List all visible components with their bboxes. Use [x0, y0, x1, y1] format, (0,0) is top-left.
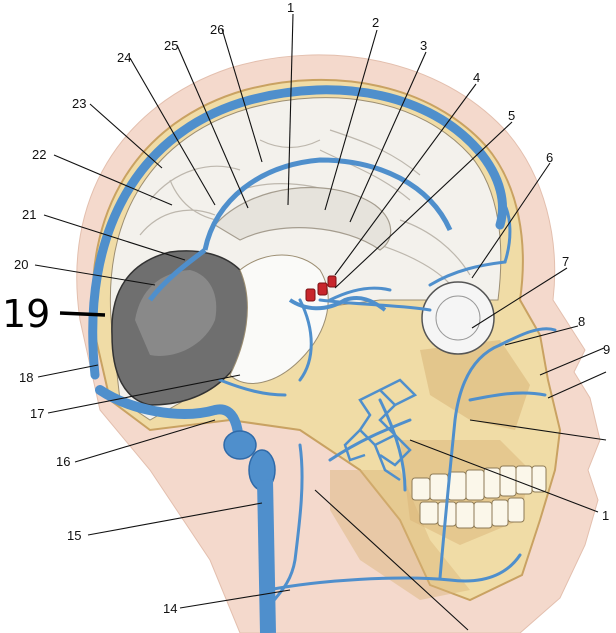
brainstem-region: [229, 254, 329, 384]
label-8: 8: [578, 314, 585, 329]
label-18: 18: [19, 370, 33, 385]
label-21: 21: [22, 207, 36, 222]
label-1: 1: [287, 0, 294, 15]
number-labels: 1 2 3 4 5 6 7 8 9 1 14 15 16 17 18 19 20…: [2, 0, 610, 616]
superior-sagittal-sinus: [88, 85, 507, 380]
straight-sinus: [148, 248, 207, 302]
label-20: 20: [14, 257, 28, 272]
label-14: 14: [163, 601, 177, 616]
mandible-shading: [330, 470, 470, 600]
label-24: 24: [117, 50, 131, 65]
leader-lines: [34, 13, 607, 631]
label-25: 25: [164, 38, 178, 53]
cheekbone-shading: [420, 340, 530, 430]
label-22: 22: [32, 147, 46, 162]
pterygoid-venous-plexus: [343, 378, 418, 482]
label-23: 23: [72, 96, 86, 111]
label-16: 16: [56, 454, 70, 469]
label-9: 9: [603, 342, 610, 357]
label-6: 6: [546, 150, 553, 165]
cavernous-sinus: [288, 296, 387, 312]
label-26: 26: [210, 22, 224, 37]
eye-inner: [435, 295, 481, 341]
label-2: 2: [372, 15, 379, 30]
label-19: 19: [2, 292, 50, 336]
corpus-callosum: [214, 187, 392, 251]
transverse-sigmoid-sinus: [95, 385, 244, 455]
label-7: 7: [562, 254, 569, 269]
inferior-sagittal-sinus: [202, 157, 453, 251]
facial-veins: [218, 198, 557, 612]
jugular-bulb: [223, 430, 257, 460]
internal-carotid-artery-cross-section: [305, 275, 337, 302]
label-10-partial: 1: [602, 508, 609, 523]
eyeball: [421, 281, 495, 355]
label-5: 5: [508, 108, 515, 123]
label-17: 17: [30, 406, 44, 421]
label-3: 3: [420, 38, 427, 53]
label-4: 4: [473, 70, 480, 85]
label-15: 15: [67, 528, 81, 543]
